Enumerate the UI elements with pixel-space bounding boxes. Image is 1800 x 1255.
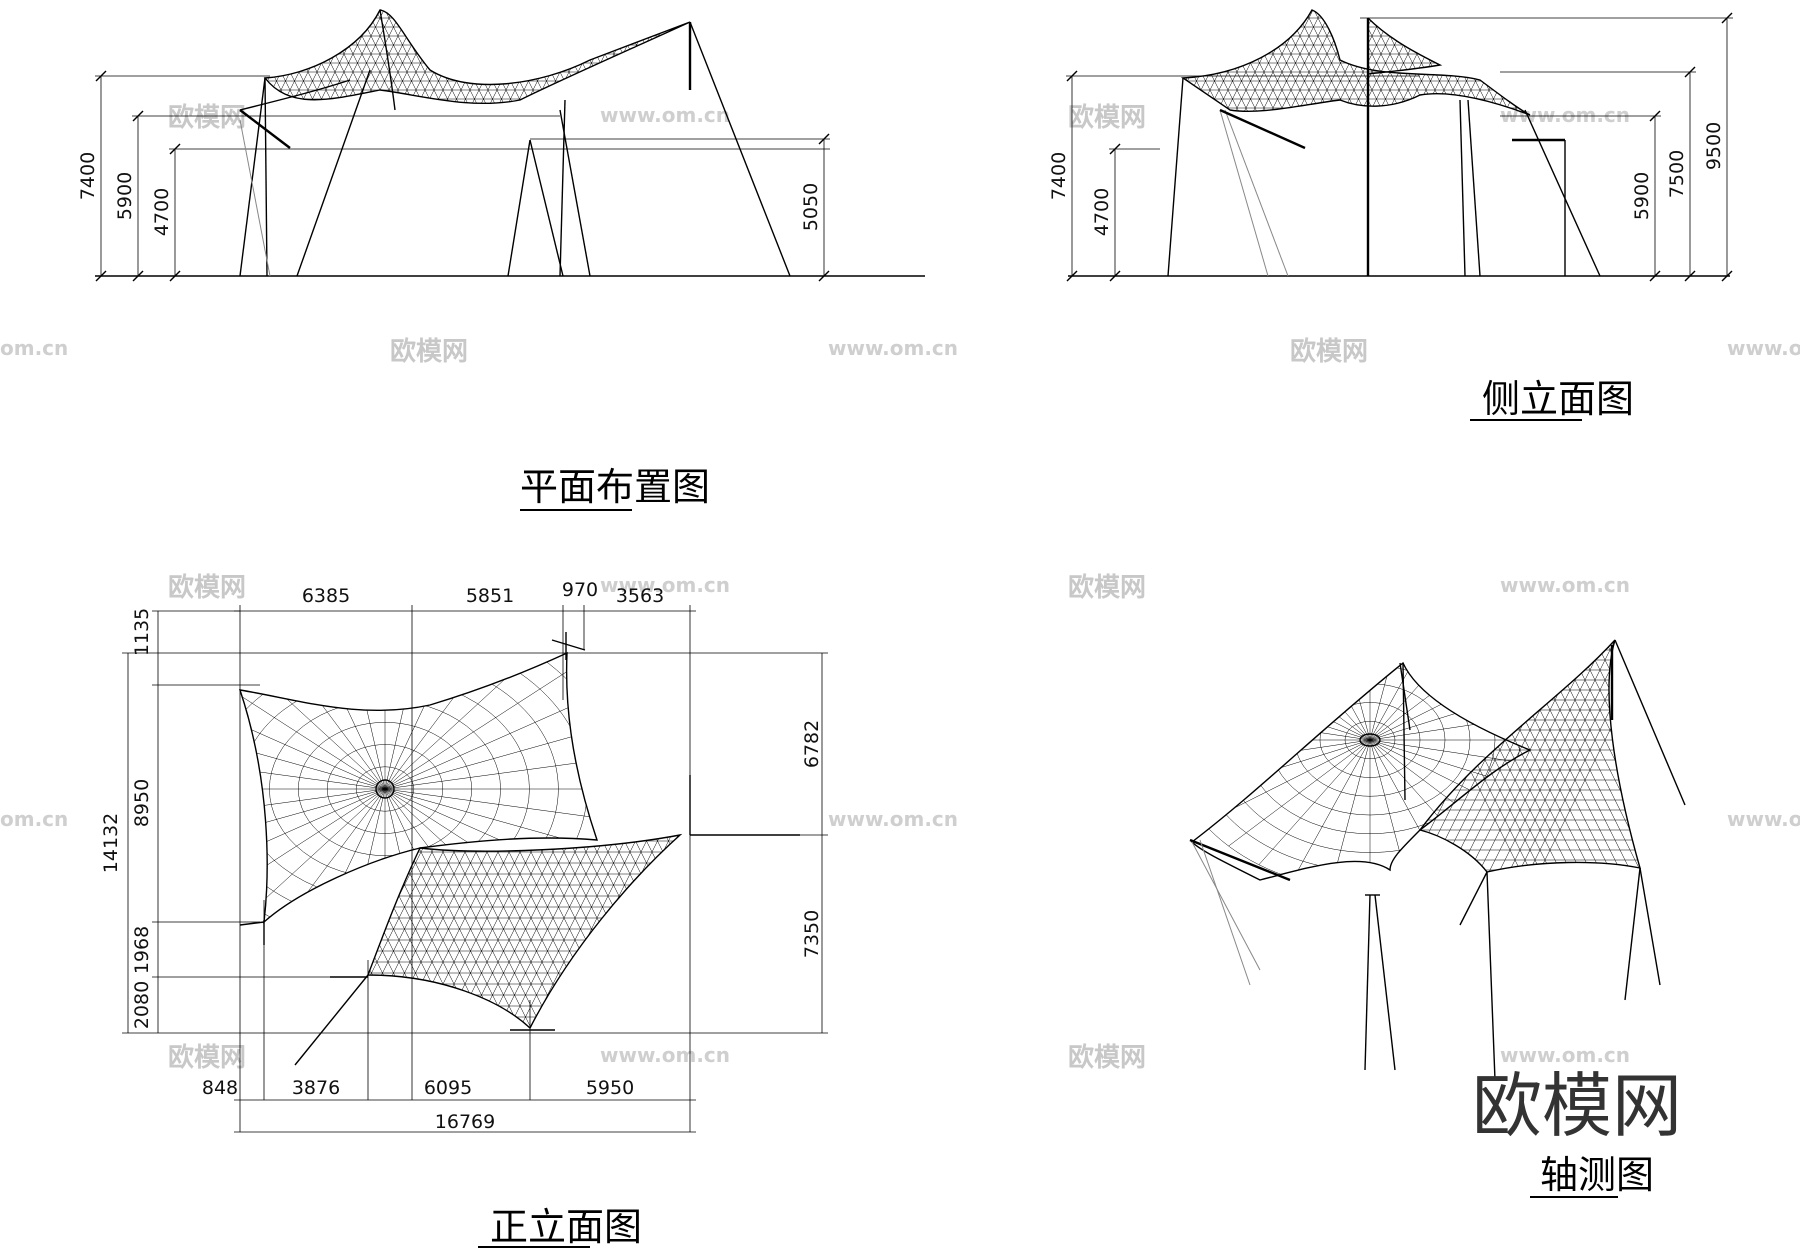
view-titles: 平面布置图 侧立面图 正立面图 轴测图	[478, 377, 1654, 1249]
watermark-url: www.om.cn	[1727, 336, 1800, 360]
watermark-text: 欧模网	[168, 1042, 246, 1073]
watermark-url: www.om.cn	[1500, 573, 1630, 597]
watermark-text: 欧模网	[1068, 1042, 1146, 1073]
watermark-url: om.cn	[0, 336, 68, 360]
dim-label: 7350	[801, 910, 823, 958]
watermark-url: om.cn	[0, 807, 68, 831]
dim-label: 8950	[131, 779, 153, 827]
dim-label: 3563	[616, 585, 664, 607]
watermark-text: 欧模网	[1068, 102, 1146, 133]
dim-label: 6385	[302, 585, 350, 607]
dim-label: 5900	[1631, 172, 1653, 220]
watermark-url: www.om.cn	[828, 807, 958, 831]
elevation-view-2: 7400 4700 5900 7500 9500	[1048, 9, 1733, 282]
watermark-url: www.om.cn	[1500, 103, 1630, 127]
watermark-text: 欧模网	[390, 336, 468, 367]
dim-label: 7400	[1048, 152, 1070, 200]
dim-label: 1968	[131, 926, 153, 974]
dim-label: 7500	[1666, 150, 1688, 198]
watermark-text: 欧模网	[1068, 572, 1146, 603]
watermark-url: www.om.cn	[600, 1043, 730, 1067]
dim-label: 5900	[114, 172, 136, 220]
title-axonometric: 轴测图	[1540, 1153, 1654, 1197]
brand-logo: 欧模网	[1472, 1065, 1682, 1147]
dim-label: 4700	[151, 188, 173, 236]
dim-label: 7400	[77, 152, 99, 200]
title-side-elevation: 侧立面图	[1482, 377, 1634, 421]
elevation-view-1: 7400 5900 4700 5050	[77, 9, 925, 282]
dim-label: 2080	[131, 981, 153, 1029]
dim-label: 4700	[1091, 188, 1113, 236]
dim-label: 5851	[466, 585, 514, 607]
dim-label: 3876	[292, 1077, 340, 1099]
watermark-text: 欧模网	[1290, 336, 1368, 367]
dim-label: 14132	[100, 813, 122, 873]
title-front-elevation: 正立面图	[490, 1205, 642, 1249]
dim-label: 5050	[800, 183, 822, 231]
dim-label: 9500	[1703, 122, 1725, 170]
watermark-url: www.om.cn	[600, 573, 730, 597]
watermark-text: 欧模网	[168, 102, 246, 133]
watermark-url: www.om.cn	[1727, 807, 1800, 831]
title-plan-layout: 平面布置图	[520, 465, 710, 509]
dim-label: 970	[562, 579, 598, 601]
dim-label: 5950	[586, 1077, 634, 1099]
membrane-mesh	[240, 653, 680, 1028]
watermark-text: 欧模网	[168, 572, 246, 603]
watermark-url: www.om.cn	[828, 336, 958, 360]
watermark-url: www.om.cn	[1500, 1043, 1630, 1067]
dim-label: 6095	[424, 1077, 472, 1099]
dim-label: 1135	[131, 608, 153, 656]
watermark-url: www.om.cn	[600, 103, 730, 127]
membrane-mesh	[1192, 640, 1640, 880]
dim-label: 848	[202, 1077, 238, 1099]
dim-label: 6782	[801, 720, 823, 768]
axonometric-view	[1189, 639, 1686, 1081]
watermarks: 欧模网 www.om.cn 欧模网 www.om.cn om.cn 欧模网 ww…	[0, 102, 1800, 1073]
dim-label: 16769	[435, 1111, 495, 1133]
